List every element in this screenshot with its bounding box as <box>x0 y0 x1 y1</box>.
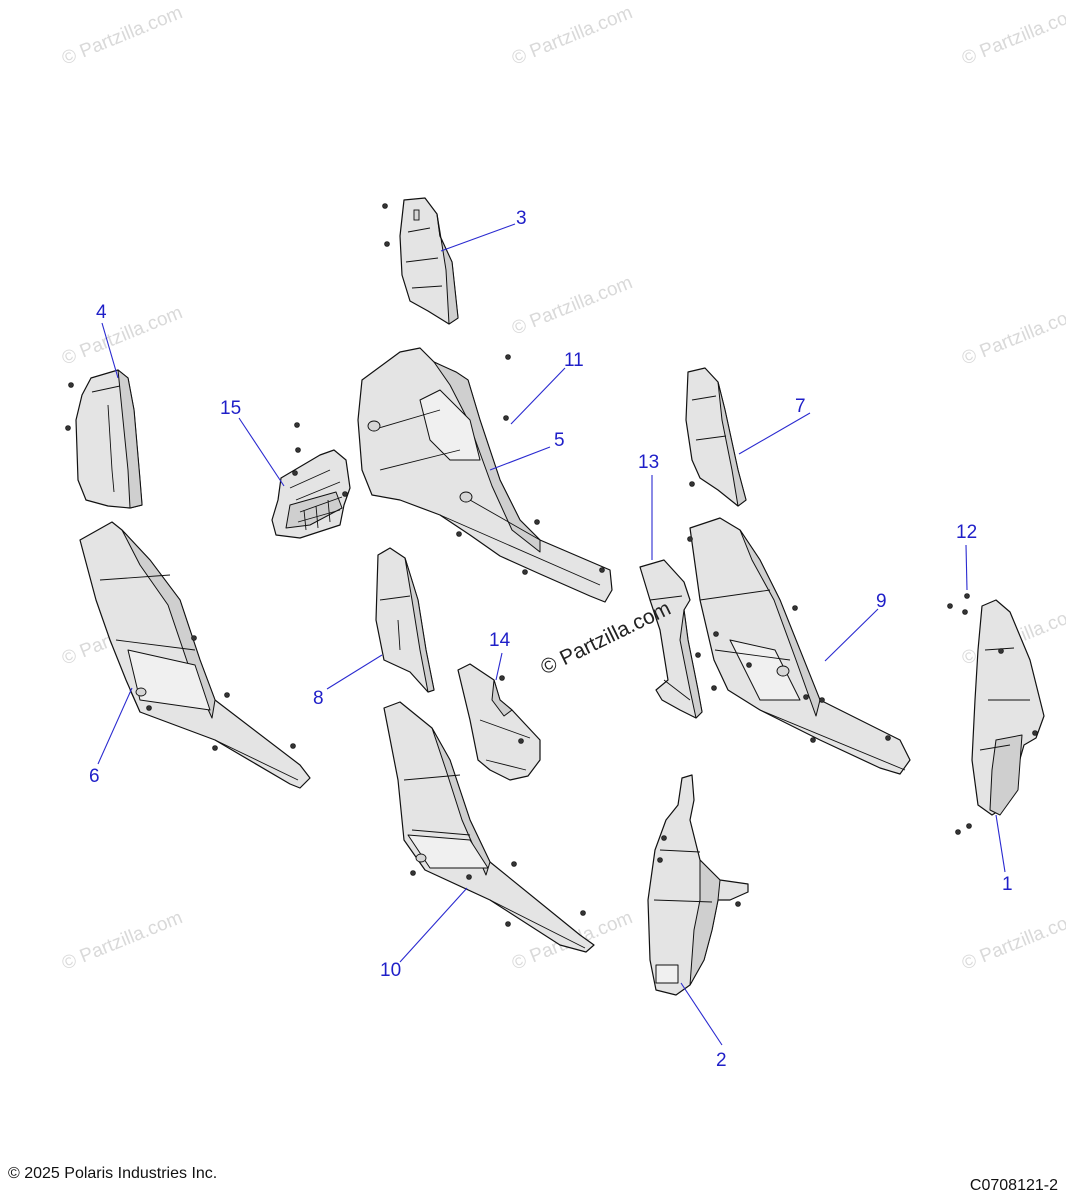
callout-14: 14 <box>489 630 511 651</box>
copyright-text: © 2025 Polaris Industries Inc. <box>8 1165 217 1182</box>
callout-9: 9 <box>876 591 887 612</box>
callout-2: 2 <box>716 1050 727 1071</box>
callout-12: 12 <box>956 522 977 543</box>
watermark-1: © Partzilla.com <box>59 2 186 69</box>
part-9 <box>687 517 911 775</box>
part-15 <box>271 422 351 539</box>
part-3 <box>382 197 459 325</box>
callout-10: 10 <box>380 960 401 981</box>
part-5 <box>357 347 613 603</box>
part-14 <box>457 663 541 781</box>
watermark-5: © Partzilla.com <box>509 272 636 339</box>
leader-lines <box>97 223 1006 1046</box>
callout-7: 7 <box>795 396 806 417</box>
callout-11: 11 <box>564 350 584 371</box>
callout-13: 13 <box>638 452 659 473</box>
watermark-layer: © Partzilla.com © Partzilla.com © Partzill… <box>59 2 1066 974</box>
part-12 <box>947 593 970 615</box>
callout-numbers: 3 4 15 11 5 7 13 12 9 14 8 6 10 2 1 <box>89 208 1013 1071</box>
callout-8: 8 <box>313 688 324 709</box>
part-6 <box>79 521 311 789</box>
watermark-9: © Partzilla.com <box>59 907 186 974</box>
watermark-3: © Partzilla.com <box>959 2 1066 69</box>
callout-4: 4 <box>96 302 107 323</box>
part-8 <box>375 547 435 693</box>
callout-5: 5 <box>554 430 565 451</box>
center-watermark: © Partzilla.com <box>537 597 674 680</box>
part-2 <box>647 774 749 996</box>
part-1 <box>955 599 1045 835</box>
callout-1: 1 <box>1002 874 1013 895</box>
watermark-2: © Partzilla.com <box>509 2 636 69</box>
watermark-6: © Partzilla.com <box>959 302 1066 369</box>
watermark-11: © Partzilla.com <box>959 907 1066 974</box>
diagram-code: C0708121-2 <box>970 1177 1058 1194</box>
part-10 <box>383 701 595 953</box>
callout-6: 6 <box>89 766 100 787</box>
watermark-4: © Partzilla.com <box>59 302 186 369</box>
callout-3: 3 <box>516 208 527 229</box>
callout-15: 15 <box>220 398 241 419</box>
part-4 <box>65 369 143 509</box>
part-13 <box>639 559 717 719</box>
part-7 <box>685 367 747 507</box>
